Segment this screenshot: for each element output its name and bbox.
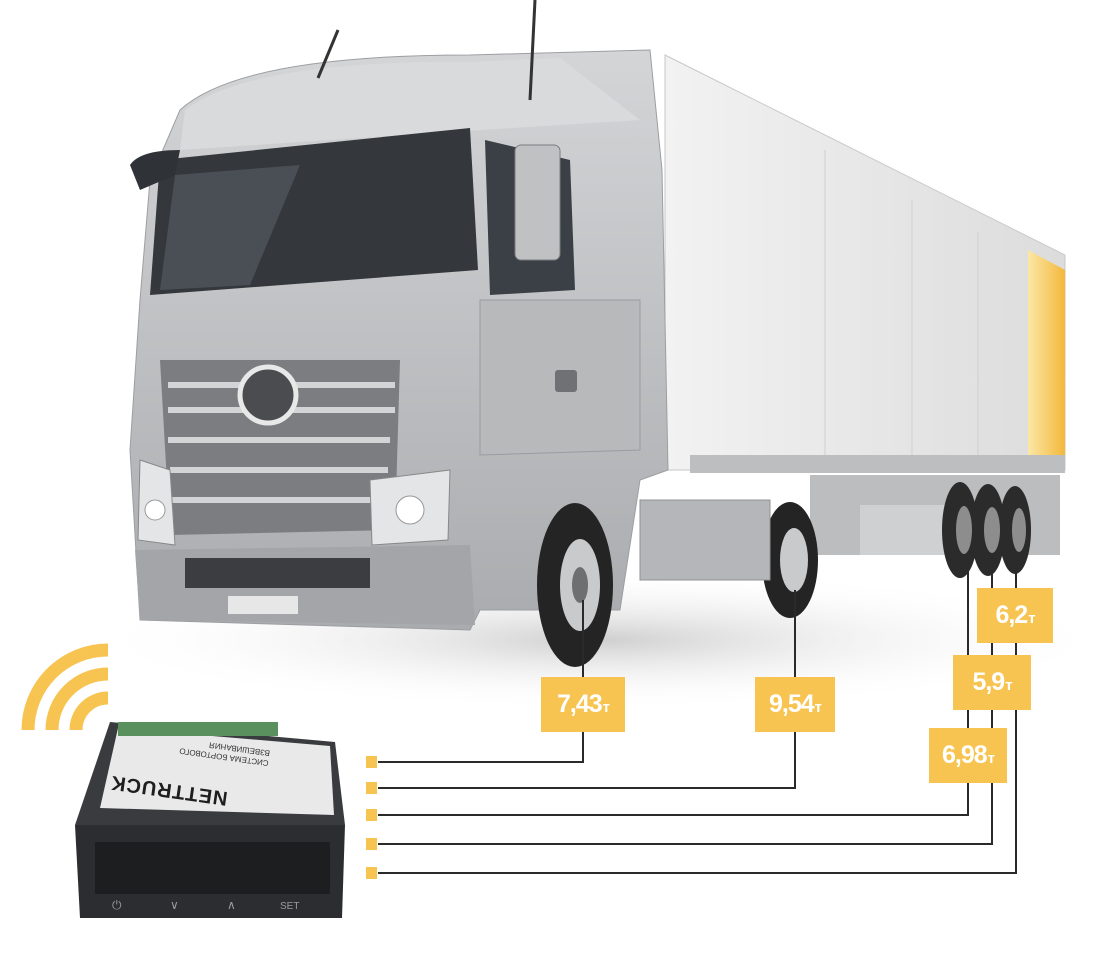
weight-value: 5,9 [972, 668, 1005, 696]
nettruck-device [75, 722, 345, 918]
weight-value: 6,2 [995, 601, 1028, 629]
weight-unit: т [602, 699, 610, 716]
truck-cab [129, 0, 669, 631]
trailer-wheels [942, 482, 1031, 578]
weight-value: 6,98 [941, 741, 988, 769]
chevron-down-icon[interactable]: ∨ [170, 898, 179, 912]
weight-unit: т [814, 699, 822, 716]
trailer [664, 54, 1066, 555]
weight-unit: т [1028, 610, 1035, 627]
cab-wheels [537, 499, 818, 667]
weight-unit: т [1005, 677, 1012, 694]
weight-value: 9,54 [768, 690, 815, 718]
wire-connectors [366, 756, 377, 879]
wifi-icon [21, 643, 109, 731]
chevron-up-icon[interactable]: ∧ [227, 898, 236, 912]
weight-unit: т [987, 750, 995, 767]
weight-value: 7,43 [556, 690, 603, 718]
power-icon[interactable]: ⏻ [112, 898, 122, 912]
set-button[interactable]: SET [280, 901, 300, 912]
